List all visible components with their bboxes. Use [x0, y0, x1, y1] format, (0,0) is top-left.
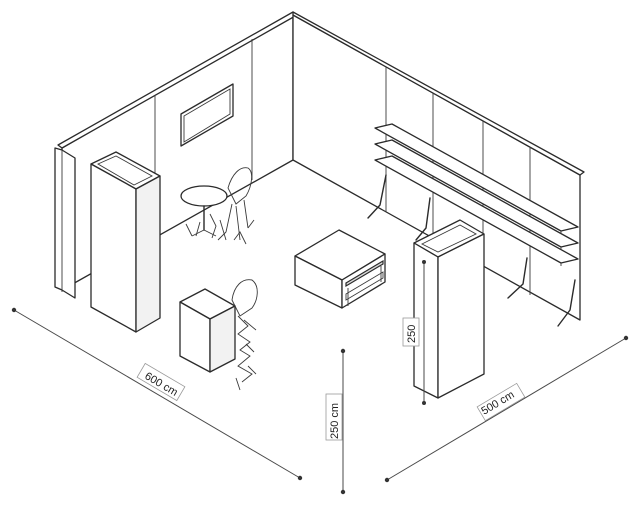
coffee-table-cabinet [294, 229, 386, 309]
counter [179, 288, 236, 373]
cabinet-height-dimension [402, 260, 426, 405]
wall-shelves [367, 123, 579, 327]
cabinet-height-label: 250 [406, 325, 418, 343]
width-dimension [11, 307, 303, 481]
height-dimension [325, 348, 346, 495]
right-cabinet [413, 219, 485, 399]
chair-near-counter [231, 279, 258, 391]
depth-dimension [384, 335, 629, 483]
wall-picture-frame [180, 83, 234, 147]
round-table [180, 185, 228, 237]
height-label: 250 cm [329, 403, 341, 439]
chairs-near-table [185, 167, 255, 245]
left-column [90, 151, 161, 333]
left-end-panel [54, 147, 76, 299]
